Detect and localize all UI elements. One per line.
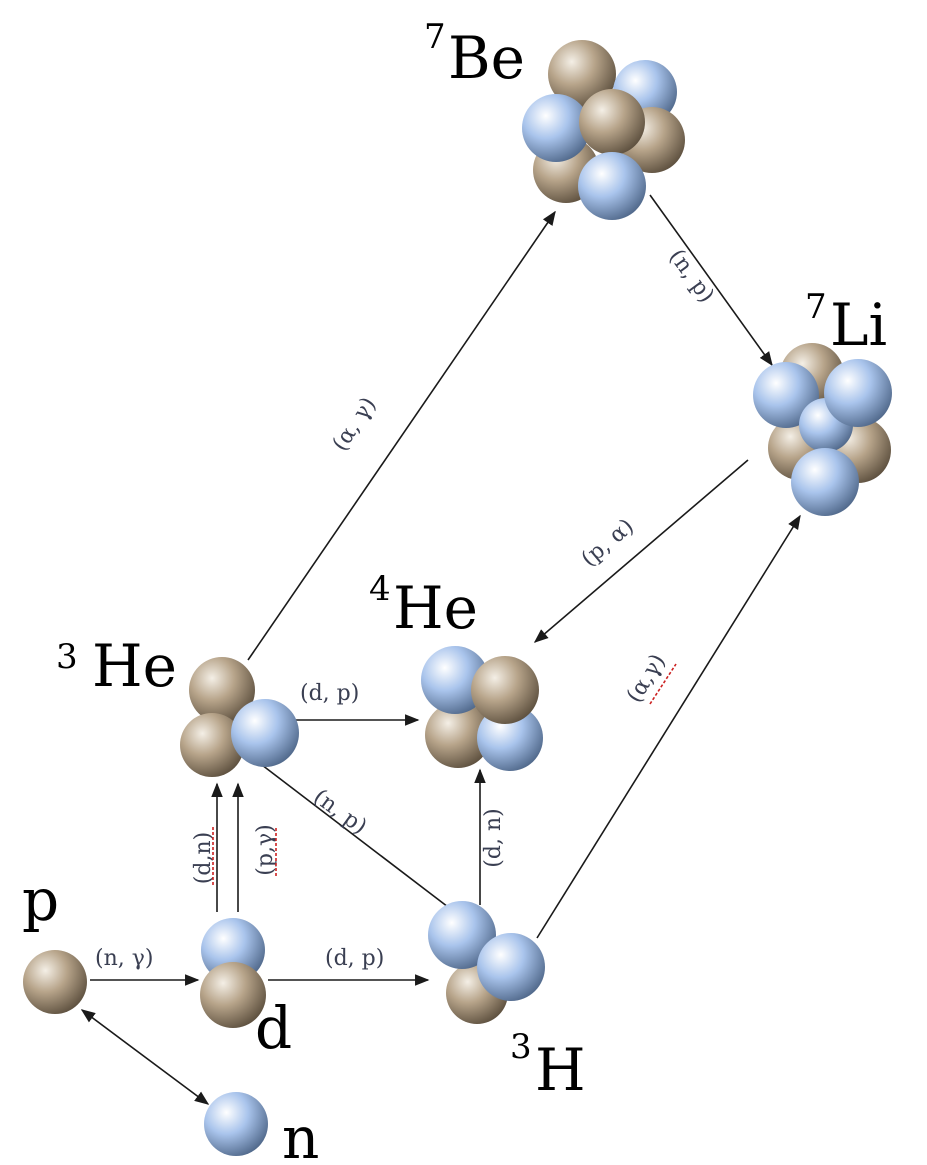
reaction-label-li7-he4: (p, α) [577, 514, 639, 572]
neutron-sphere [578, 152, 646, 220]
neutron-sphere [522, 94, 590, 162]
reaction-label-d-h3: (d, p) [325, 946, 384, 971]
li7-mass-number: 7 [805, 287, 827, 327]
he4-mass-number: 4 [369, 569, 391, 609]
h3-symbol: H [535, 1036, 586, 1104]
underline-h3-li7 [649, 663, 677, 705]
nucleus-li7 [753, 343, 892, 516]
nucleus-p [23, 950, 87, 1014]
reaction-label-h3-he4: (d, n) [481, 808, 506, 867]
proton-sphere [23, 950, 87, 1014]
proton-sphere [579, 89, 645, 155]
reaction-label-d-he3-dn: (d,n) [191, 832, 216, 884]
nucleus-he4 [421, 646, 543, 771]
he3-mass-number: 3 [56, 637, 78, 677]
proton-sphere [425, 702, 491, 768]
d-symbol: d [255, 994, 292, 1062]
reaction-arrows [80, 194, 801, 1105]
nucleus-h3 [428, 901, 545, 1024]
p-symbol: p [22, 866, 59, 934]
n-symbol: n [282, 1104, 319, 1165]
arrow-he3-h3 [261, 764, 453, 911]
proton-sphere [200, 962, 266, 1028]
neutron-sphere [791, 448, 859, 516]
h3-mass-number: 3 [510, 1027, 532, 1067]
arrow-be7-li7 [649, 194, 773, 367]
li7-symbol: Li [830, 291, 887, 359]
nucleus-he3 [180, 657, 299, 777]
be7-mass-number: 7 [424, 17, 446, 57]
arrow-li7-he4 [533, 459, 749, 643]
nucleus-labels: 7 Be 7 Li 4 He 3 He 3 H p d n [22, 17, 887, 1165]
arrow-h3-li7 [536, 514, 801, 939]
he3-symbol: He [92, 632, 177, 700]
reaction-label-he3-be7: (α, γ) [328, 393, 382, 456]
nucleus-be7 [522, 40, 685, 220]
neutron-sphere [231, 699, 299, 767]
be7-symbol: Be [448, 24, 525, 92]
neutron-sphere [428, 901, 496, 969]
arrow-he3-be7 [247, 210, 556, 661]
reaction-label-d-he3-pg: (p,γ) [253, 824, 278, 875]
neutron-sphere [201, 918, 265, 982]
he4-symbol: He [393, 574, 478, 642]
proton-sphere [189, 657, 255, 723]
reaction-label-h3-li7: (α,γ) [622, 650, 671, 707]
reaction-label-be7-li7: (n, p) [664, 245, 719, 308]
neutron-sphere [824, 359, 892, 427]
proton-sphere [180, 713, 244, 777]
reaction-label-he3-he4: (d, p) [300, 681, 359, 706]
proton-sphere [548, 40, 616, 108]
nucleus-d [200, 918, 266, 1028]
neutron-sphere [753, 362, 819, 428]
nucleus-n [204, 1092, 268, 1156]
reaction-label-he3-h3: (n, p) [308, 785, 371, 840]
neutron-sphere [477, 933, 545, 1001]
neutron-sphere [204, 1092, 268, 1156]
arrow-p-n [80, 1009, 210, 1105]
reaction-label-p-d: (n, γ) [95, 946, 153, 971]
proton-sphere [471, 656, 539, 724]
